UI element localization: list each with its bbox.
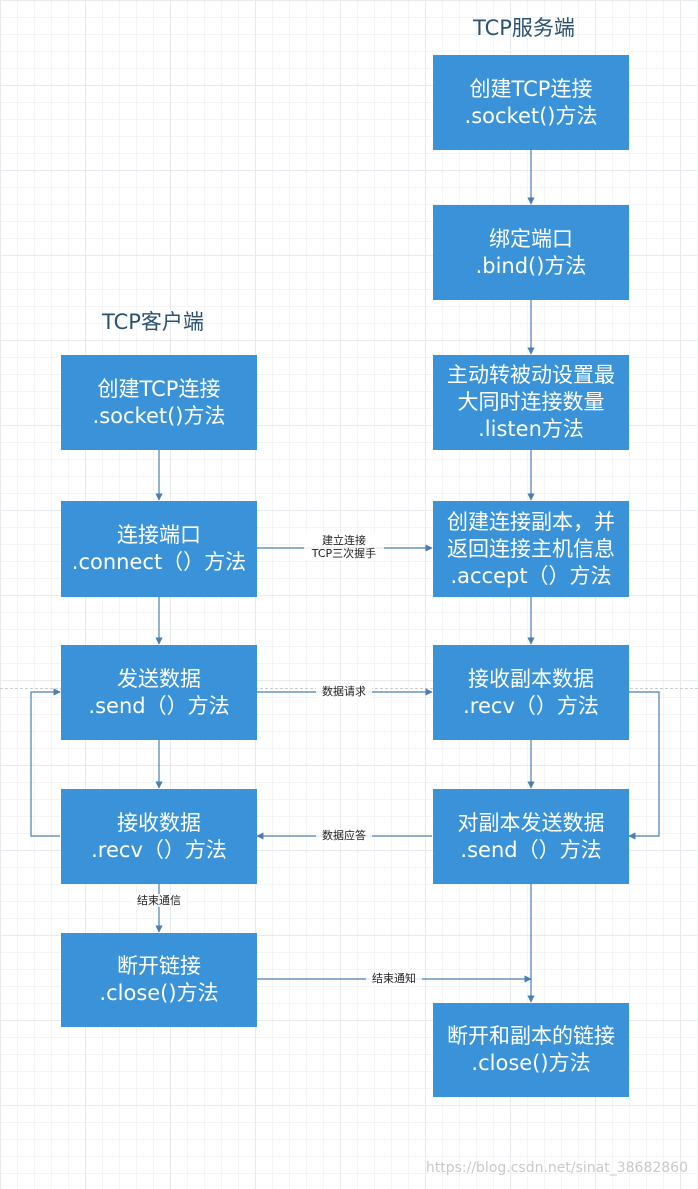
client-title: TCP客户端 [102,310,204,334]
arrow-server-loop [628,691,660,840]
server-accept-box: 创建连接副本，并 返回连接主机信息 .accept（）方法 [433,501,629,597]
watermark: https://blog.csdn.net/sinat_38682860 [425,1160,688,1176]
box-line: .close()方法 [471,1051,591,1075]
box-line: 断开和副本的链接 [447,1024,615,1048]
data-response-label: 数据应答 [316,829,372,842]
box-line: 创建TCP连接 [469,76,593,101]
data-request-label: 数据请求 [316,685,372,698]
server-send-box: 对副本发送数据 .send（）方法 [433,789,629,884]
box-line: 大同时连接数量 [457,390,605,414]
arrow-client-loop [30,688,61,837]
server-listen-box: 主动转被动设置最 大同时连接数量 .listen方法 [433,355,629,450]
server-recv-box: 接收副本数据 .recv（）方法 [433,645,629,740]
box-line: .recv（）方法 [91,837,227,862]
handshake-label: 建立连接 TCP三次握手 [304,534,384,560]
box-line: .send（）方法 [460,837,602,862]
box-line: 接收数据 [117,810,201,835]
box-line: 创建连接副本，并 [447,509,615,534]
box-line: .recv（）方法 [463,693,599,718]
server-title: TCP服务端 [473,16,575,40]
client-close-box: 断开链接 .close()方法 [61,933,257,1027]
handshake-label-line2: TCP三次握手 [311,547,377,560]
box-line: 绑定端口 [489,226,573,251]
box-line: .send（）方法 [88,693,230,718]
box-line: .accept（）方法 [450,563,612,588]
client-send-box: 发送数据 .send（）方法 [61,645,257,740]
server-close-box: 断开和副本的链接 .close()方法 [433,1003,629,1097]
box-line: 创建TCP连接 [97,376,221,401]
end-notify-label: 结束通知 [366,972,422,985]
box-line: .socket()方法 [92,403,226,428]
box-line: 主动转被动设置最 [447,363,615,387]
end-communication-label: 结束通信 [131,894,187,907]
server-socket-box: 创建TCP连接 .socket()方法 [433,55,629,150]
server-bind-box: 绑定端口 .bind()方法 [433,205,629,300]
box-line: .listen方法 [478,417,584,441]
box-line: 发送数据 [117,666,201,691]
box-line: 连接端口 [117,523,201,547]
box-line: 接收副本数据 [468,666,594,691]
box-line: 对副本发送数据 [457,810,605,835]
box-line: .close()方法 [99,981,219,1005]
client-socket-box: 创建TCP连接 .socket()方法 [61,355,257,450]
client-recv-box: 接收数据 .recv（）方法 [61,789,257,884]
box-line: 返回连接主机信息 [447,536,615,561]
box-line: 断开链接 [117,954,201,978]
client-connect-box: 连接端口 .connect（）方法 [61,501,257,597]
box-line: .bind()方法 [475,253,587,278]
box-line: .connect（）方法 [71,550,247,574]
box-line: .socket()方法 [464,103,598,128]
handshake-label-line1: 建立连接 [322,534,366,547]
